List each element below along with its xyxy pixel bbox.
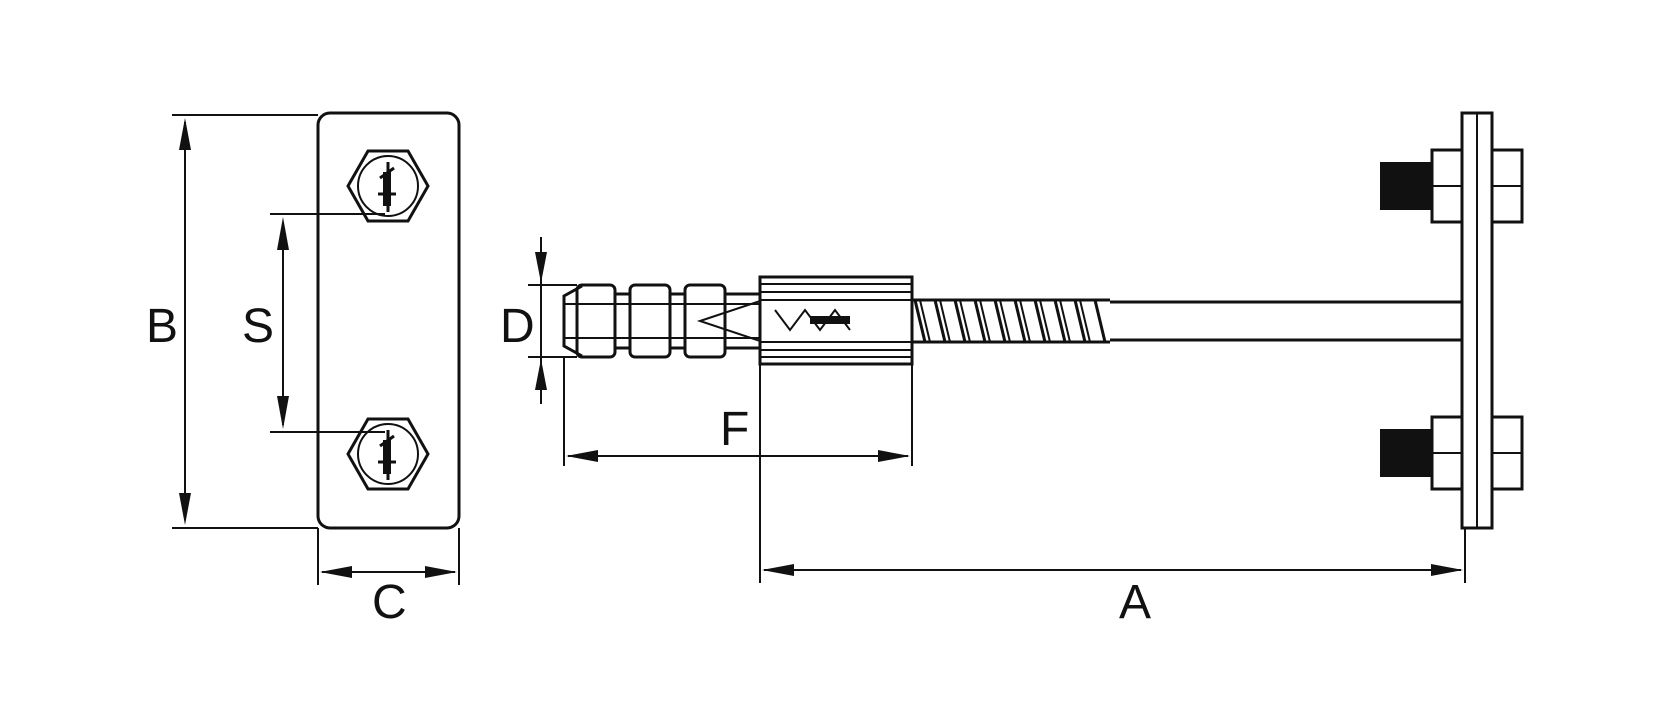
label-a: A xyxy=(1119,576,1151,629)
dimension-f xyxy=(563,357,913,466)
knurled-sleeve xyxy=(758,275,914,366)
label-f: F xyxy=(720,403,749,456)
threaded-rod xyxy=(912,298,1110,344)
hex-bolt-bottom xyxy=(346,417,430,491)
anchor-sleeve xyxy=(562,283,762,359)
end-plate xyxy=(1460,111,1494,530)
dimension-d xyxy=(528,237,577,404)
side-view-anchor xyxy=(562,111,1524,530)
label-c: C xyxy=(372,576,407,629)
front-view-plate xyxy=(316,111,461,530)
dimension-b xyxy=(172,114,318,529)
smooth-shaft xyxy=(1110,300,1462,342)
label-b: B xyxy=(146,300,178,353)
dimension-s xyxy=(270,213,385,433)
dimension-a xyxy=(759,364,1466,583)
hex-bolt-top xyxy=(346,149,430,223)
label-d: D xyxy=(500,300,535,353)
dimension-c xyxy=(317,528,460,585)
stud-nut-bottom xyxy=(1380,415,1524,491)
label-s: S xyxy=(242,300,274,353)
stud-nut-top xyxy=(1380,148,1524,224)
